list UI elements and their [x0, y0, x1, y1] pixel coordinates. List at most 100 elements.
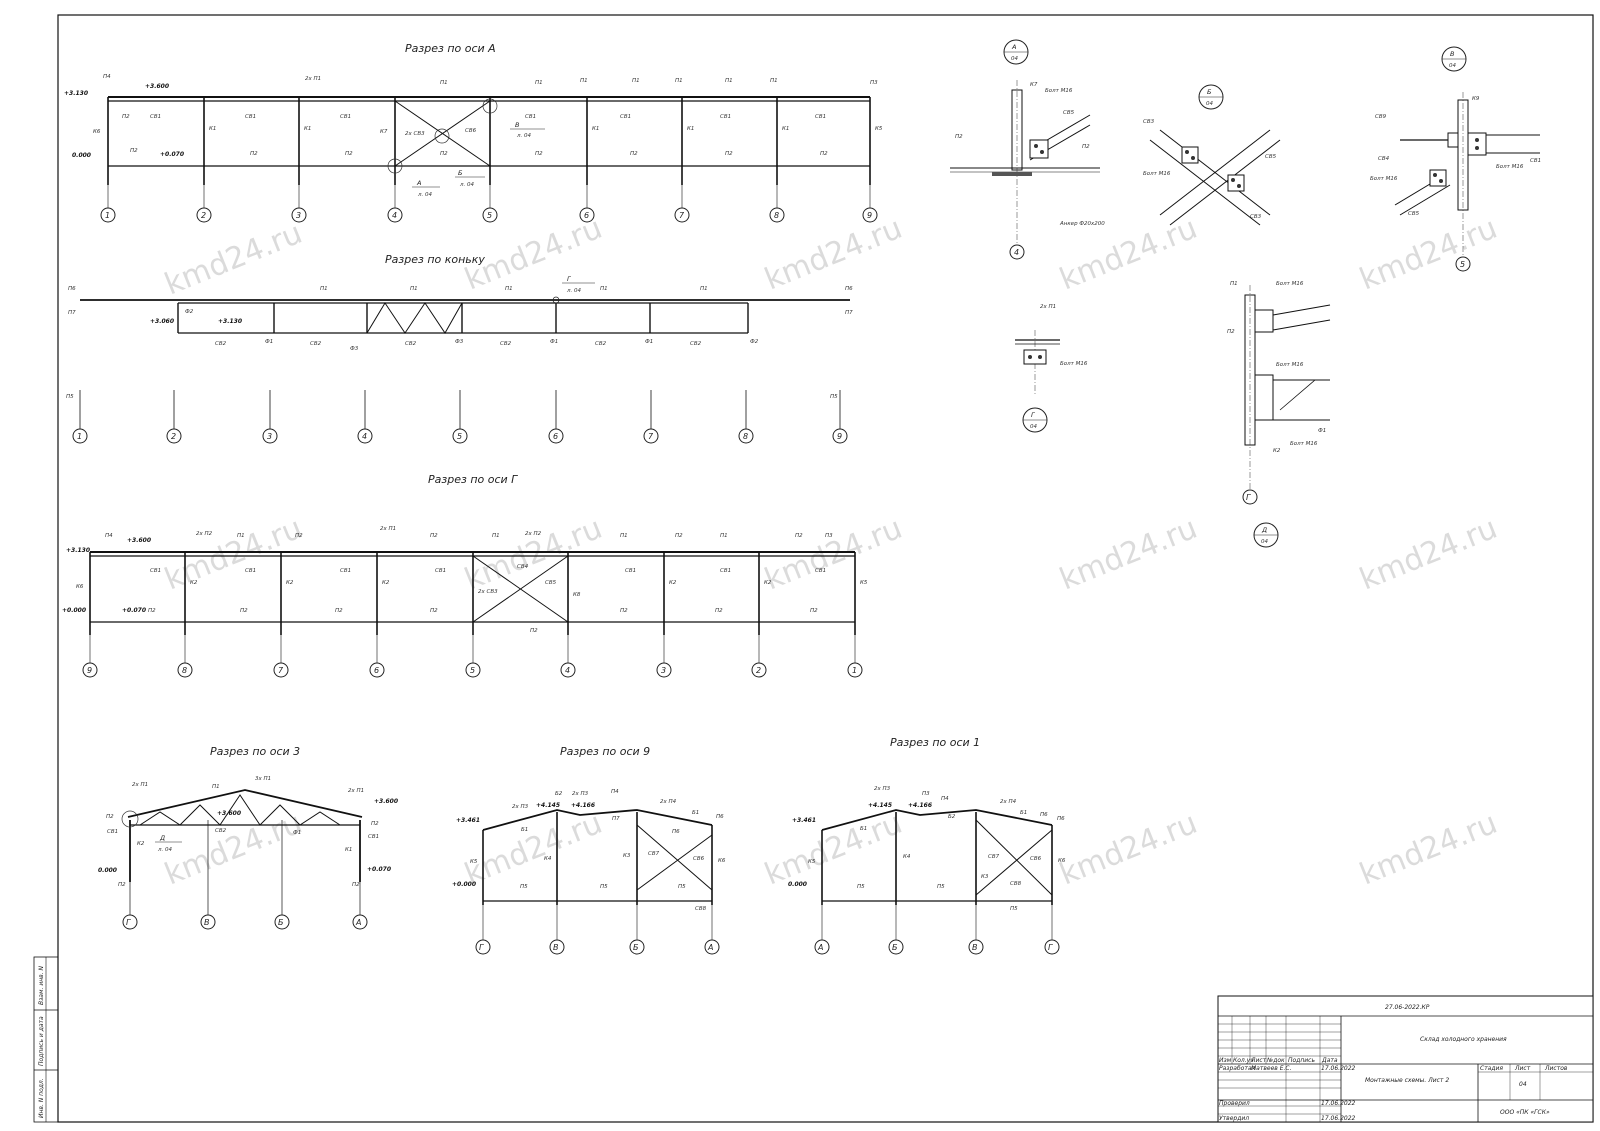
member-label: 2х П3 — [874, 786, 891, 792]
member-label: П2 — [715, 608, 723, 614]
member-label: Ф1 — [293, 830, 301, 836]
elevation-label: 0.000 — [98, 867, 117, 874]
member-label: П2 — [440, 151, 448, 157]
member-label: П3 — [870, 80, 878, 86]
watermark: kmd24.ru — [1055, 806, 1202, 893]
member-label: СВ1 — [107, 829, 118, 835]
member-label: П5 — [830, 394, 838, 400]
member-label: СВ1 — [525, 114, 536, 120]
member-label: К7 — [1030, 82, 1038, 88]
member-label: СВ5 — [1265, 154, 1277, 160]
axis-label: 2 — [201, 211, 206, 220]
watermark: kmd24.ru — [1355, 211, 1502, 298]
member-label: П2 — [240, 608, 248, 614]
watermark: kmd24.ru — [160, 806, 307, 893]
member-label: СВ1 — [340, 114, 351, 120]
member-label: К1 — [782, 126, 789, 132]
watermark: kmd24.ru — [760, 806, 907, 893]
elevation-label: +3.461 — [792, 817, 816, 824]
axis-label: В — [553, 943, 559, 952]
member-label: Б2 — [555, 791, 563, 797]
member-label: К2 — [1273, 448, 1281, 454]
axis-label: 4 — [1014, 248, 1019, 257]
watermark: kmd24.ru — [1355, 511, 1502, 598]
member-label: П4 — [941, 796, 949, 802]
member-label: П2 — [955, 134, 963, 140]
member-label: П2 — [820, 151, 828, 157]
member-label: К6 — [93, 129, 101, 135]
section-3-title: Разрез по оси 3 — [210, 745, 300, 758]
elevation-label: +4.145 — [536, 802, 560, 809]
member-label: П7 — [845, 310, 853, 316]
member-label: К1 — [209, 126, 216, 132]
callout-sheet: л. 04 — [459, 182, 475, 188]
col-kol: Кол.уч — [1233, 1057, 1254, 1064]
member-label: П6 — [672, 829, 680, 835]
member-label: 2х П4 — [1000, 799, 1017, 805]
detail-note: Болт М16 — [1290, 441, 1318, 447]
member-label: К4 — [544, 856, 552, 862]
detail-sheet: 04 — [1011, 56, 1018, 62]
member-label: СВ1 — [150, 568, 161, 574]
watermark: kmd24.ru — [760, 511, 907, 598]
member-label: К1 — [687, 126, 694, 132]
member-label: К1 — [304, 126, 311, 132]
member-label: 2х П2 — [196, 531, 213, 537]
member-label: П6 — [716, 814, 724, 820]
section-ridge-title: Разрез по коньку — [385, 253, 485, 266]
member-label: П2 — [122, 114, 130, 120]
axis-label: Г — [1048, 943, 1053, 952]
member-label: СВ9 — [1375, 114, 1387, 120]
member-label: П1 — [1230, 281, 1238, 287]
elevation-label: +3.600 — [374, 798, 398, 805]
axis-label: Г — [479, 943, 484, 952]
member-label: Б2 — [948, 814, 956, 820]
detail-note: Анкер Ф20х200 — [1059, 221, 1105, 227]
col-ndok: №док — [1266, 1057, 1285, 1064]
title-block: 27.06-2022.КР Склад холодного хранения И… — [1217, 995, 1594, 1123]
member-label: К8 — [573, 592, 581, 598]
detail-sheet: 04 — [1261, 539, 1268, 545]
member-label: 2х П4 — [660, 799, 677, 805]
stadiya-label: Стадия — [1480, 1065, 1503, 1072]
detail-sheet: 04 — [1030, 424, 1037, 430]
member-label: П4 — [103, 74, 111, 80]
axis-label: 9 — [867, 211, 872, 220]
member-label: П6 — [68, 286, 76, 292]
axis-label: 7 — [679, 211, 685, 220]
callout-letter: Д — [159, 834, 165, 842]
section-g-title: Разрез по оси Г — [428, 473, 518, 486]
member-label: П2 — [430, 608, 438, 614]
member-label: СВ2 — [310, 341, 322, 347]
member-label: П1 — [492, 533, 500, 539]
member-label: П4 — [105, 533, 113, 539]
member-label: СВ4 — [517, 564, 529, 570]
member-label: К2 — [764, 580, 772, 586]
axis-label: Г — [1246, 493, 1251, 502]
member-label: П2 — [106, 814, 114, 820]
detail-d: Г П1 Болт М16 П2 Болт М16 Ф1 Болт М16 К2… — [1227, 281, 1331, 548]
member-label: СВ6 — [693, 856, 705, 862]
member-label: СВ5 — [1408, 211, 1420, 217]
member-label: Ф3 — [455, 339, 464, 345]
axis-label: А — [355, 918, 361, 927]
axis-label: 4 — [565, 666, 570, 675]
member-label: П2 — [371, 821, 379, 827]
member-label: Ф2 — [750, 339, 759, 345]
member-label: П3 — [825, 533, 833, 539]
watermark: kmd24.ru — [1055, 511, 1202, 598]
axis-label: 1 — [77, 432, 82, 441]
elevation-label: +3.060 — [150, 318, 174, 325]
member-label: 2х П3 — [572, 791, 589, 797]
member-label: П1 — [237, 533, 245, 539]
axis-label: 8 — [774, 211, 779, 220]
elevation-label: +4.166 — [571, 802, 595, 809]
member-label: Б1 — [1020, 810, 1027, 816]
proveril-label: Проверил — [1219, 1100, 1250, 1107]
member-label: 2х П1 — [132, 782, 148, 788]
axis-label: 7 — [648, 432, 654, 441]
member-label: СВ1 — [620, 114, 631, 120]
detail-note: Болт М16 — [1276, 281, 1304, 287]
detail-a: А 04 4 К7 Болт М16 СВ5 П2 П2 Анкер Ф20х2… — [950, 39, 1105, 260]
member-label: П2 — [620, 608, 628, 614]
